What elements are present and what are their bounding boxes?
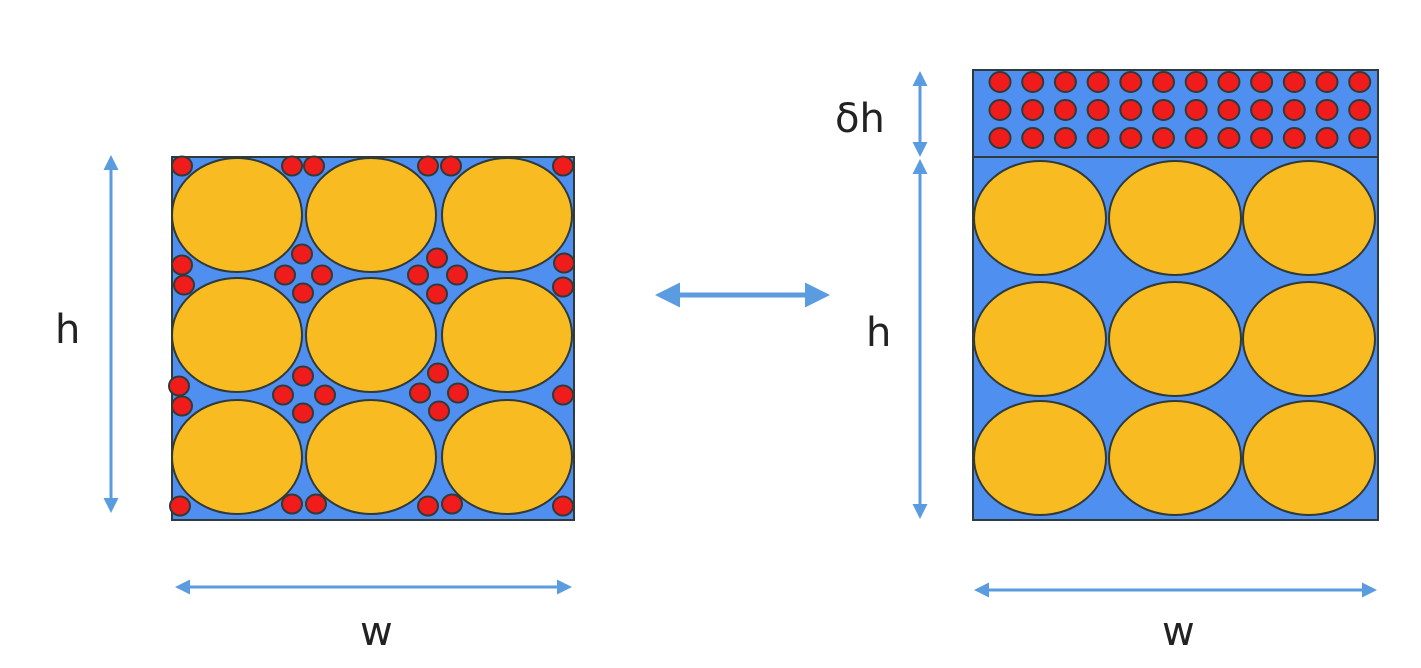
right-height-label: h [866,310,891,356]
segregated-packing-box [972,69,1379,521]
small-particle [1282,127,1306,149]
small-particle [1053,71,1077,93]
right-width-label: w [1162,609,1195,655]
small-particle [291,243,313,265]
delta-height-label: δh [835,96,885,142]
small-particle [171,395,193,417]
small-particle [1152,99,1175,121]
small-particle [171,254,193,276]
small-particle [292,365,314,387]
large-particle [973,400,1107,516]
small-particle [292,402,314,424]
small-particle [1152,71,1175,93]
small-particle [407,264,429,286]
large-particle [305,277,437,393]
mixed-packing-box [168,155,575,521]
large-particle [171,399,303,515]
small-particle [303,155,325,177]
large-particle [1108,400,1242,516]
small-particle [272,384,294,406]
small-particle [1315,71,1339,93]
small-particle [169,495,191,517]
small-particle [1217,71,1241,93]
small-particle [1119,127,1143,149]
large-particle [305,157,437,273]
small-particle [274,264,296,286]
left-width-label: w [360,609,393,655]
small-particle [1315,127,1339,149]
small-particle [1152,127,1175,149]
small-particle [409,382,431,404]
large-particle [1242,281,1376,397]
small-particle [428,400,450,422]
small-particle [292,282,314,304]
large-particle [973,160,1107,276]
small-particle [417,495,439,517]
small-particle [1348,71,1372,93]
small-particle [1282,71,1306,93]
small-particle [1086,71,1110,93]
small-particle [1348,127,1372,149]
large-particle [1242,400,1376,516]
small-particle [440,155,462,177]
small-particle [1021,71,1045,93]
small-particle [552,155,574,177]
small-particle [1021,127,1045,149]
large-particle [1242,160,1376,276]
small-particle [1315,99,1339,121]
small-particle [1053,127,1077,149]
small-particle [552,384,574,406]
small-particle [1119,99,1143,121]
small-particle [1021,99,1045,121]
large-particle [441,157,573,273]
small-particle [552,495,574,517]
small-particle [1217,99,1241,121]
small-particle [305,493,327,515]
small-particle [1086,99,1110,121]
small-particle [1250,127,1274,149]
small-particle [552,276,574,298]
small-particle [1184,99,1208,121]
small-particle [426,283,448,305]
small-particle [427,362,449,384]
small-particle [1184,71,1208,93]
large-particle [441,399,573,515]
small-particle [1250,71,1274,93]
large-particle [1108,160,1242,276]
large-particle [441,277,573,393]
small-particle [173,274,195,296]
small-particle [1184,127,1208,149]
small-particle [281,155,303,177]
small-particle [441,493,463,515]
small-particle [447,382,469,404]
small-particle [553,252,575,274]
small-particle [1086,127,1110,149]
large-particle [171,157,303,273]
small-particle [1282,99,1306,121]
small-particle [988,127,1012,149]
small-particle [168,375,190,397]
large-particle [973,281,1107,397]
small-particle [281,493,303,515]
large-particle [171,277,303,393]
small-particle [171,155,193,177]
small-particle [1250,99,1274,121]
small-particle [988,71,1012,93]
small-particle [446,264,468,286]
small-particle [1217,127,1241,149]
small-particle [1119,71,1143,93]
small-particle [1348,99,1372,121]
left-height-label: h [55,307,80,353]
small-particle [426,247,448,269]
small-particle [311,264,333,286]
small-particle [314,384,336,406]
small-particle [417,155,439,177]
large-particle [1108,281,1242,397]
small-particle [1053,99,1077,121]
large-particle [305,399,437,515]
small-particle [988,99,1012,121]
